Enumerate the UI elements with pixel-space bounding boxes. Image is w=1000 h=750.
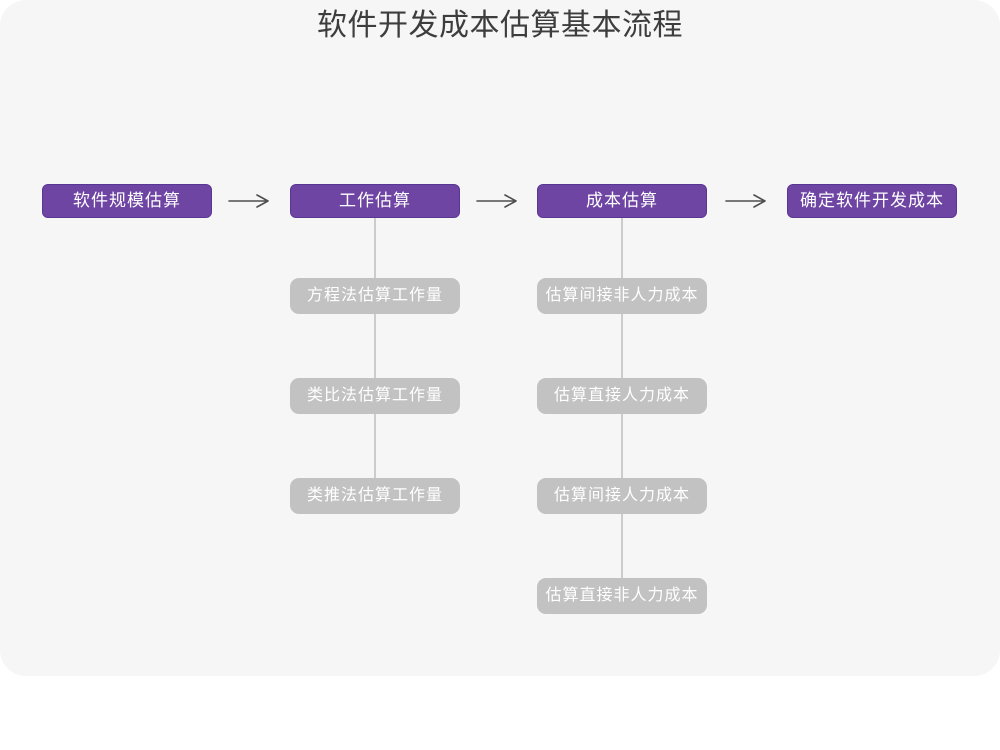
branch-node-indirect-labor-cost: 估算间接人力成本 [537, 478, 707, 514]
flow-node-determine-development-cost: 确定软件开发成本 [787, 184, 957, 218]
arrow-right-icon [228, 192, 274, 210]
branch-node-extrapolation-method: 类推法估算工作量 [290, 478, 460, 514]
connector-line-work-branch [374, 218, 376, 498]
flow-node-work-estimation: 工作估算 [290, 184, 460, 218]
diagram-title: 软件开发成本估算基本流程 [317, 9, 683, 42]
flow-node-software-scale-estimation: 软件规模估算 [42, 184, 212, 218]
diagram-card [0, 0, 1000, 676]
branch-node-analogy-method: 类比法估算工作量 [290, 378, 460, 414]
arrow-right-icon [725, 192, 771, 210]
branch-node-indirect-nonlabor-cost: 估算间接非人力成本 [537, 278, 707, 314]
branch-node-direct-labor-cost: 估算直接人力成本 [537, 378, 707, 414]
branch-node-direct-nonlabor-cost: 估算直接非人力成本 [537, 578, 707, 614]
flow-node-cost-estimation: 成本估算 [537, 184, 707, 218]
arrow-right-icon [476, 192, 522, 210]
branch-node-equation-method: 方程法估算工作量 [290, 278, 460, 314]
